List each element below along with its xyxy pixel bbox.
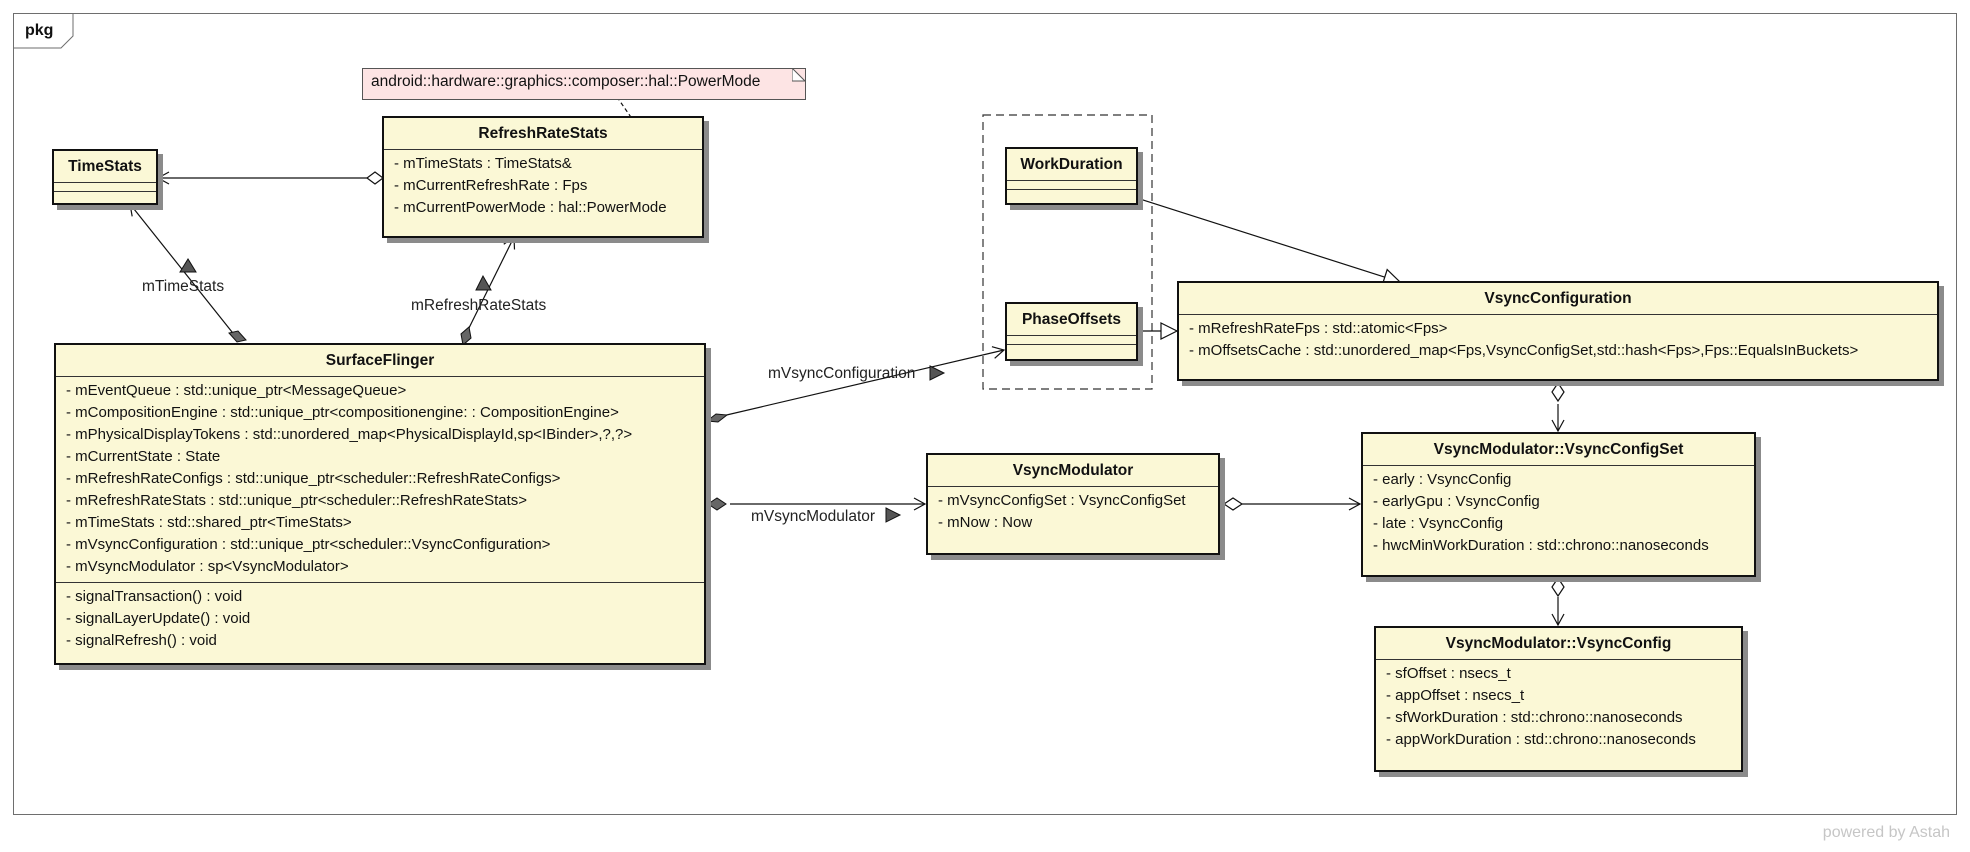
attribute: - mEventQueue : std::unique_ptr<MessageQ… bbox=[66, 382, 407, 399]
package-name: pkg bbox=[25, 22, 54, 39]
composition-surfaceflinger-refreshratestats bbox=[465, 235, 516, 335]
class-name: TimeStats bbox=[68, 158, 142, 175]
association-label: mRefreshRateStats bbox=[411, 297, 547, 314]
class-vsyncmodulator[interactable]: VsyncModulator - mVsyncConfigSet : Vsync… bbox=[926, 453, 1220, 555]
hollow-diamond-icon bbox=[1222, 497, 1244, 511]
operation-compartment bbox=[1007, 189, 1136, 198]
attribute: - appOffset : nsecs_t bbox=[1386, 687, 1525, 704]
attribute: - sfWorkDuration : std::chrono::nanoseco… bbox=[1386, 709, 1683, 726]
generalization-workduration bbox=[1139, 198, 1402, 286]
filled-diamond-icon bbox=[705, 413, 729, 423]
direction-triangle-icon bbox=[885, 507, 902, 523]
attribute: - mCompositionEngine : std::unique_ptr<c… bbox=[66, 404, 619, 421]
attribute-compartment bbox=[54, 182, 156, 191]
attribute-compartment: - mRefreshRateFps : std::atomic<Fps> - m… bbox=[1179, 314, 1937, 366]
operation: - signalLayerUpdate() : void bbox=[66, 610, 251, 627]
attribute: - mTimeStats : TimeStats& bbox=[394, 155, 572, 172]
attribute: - mVsyncModulator : sp<VsyncModulator> bbox=[66, 558, 349, 575]
attribute: - early : VsyncConfig bbox=[1373, 471, 1512, 488]
attribute: - mCurrentPowerMode : hal::PowerMode bbox=[394, 199, 667, 216]
class-name: VsyncModulator::VsyncConfig bbox=[1445, 635, 1672, 652]
class-workduration[interactable]: WorkDuration bbox=[1005, 147, 1138, 205]
note-powermode[interactable]: android::hardware::graphics::composer::h… bbox=[362, 68, 806, 100]
attribute-compartment bbox=[1007, 180, 1136, 189]
attribute: - sfOffset : nsecs_t bbox=[1386, 665, 1511, 682]
attribute: - mVsyncConfiguration : std::unique_ptr<… bbox=[66, 536, 551, 553]
attribute: - mPhysicalDisplayTokens : std::unordere… bbox=[66, 426, 633, 443]
attribute: - mTimeStats : std::shared_ptr<TimeStats… bbox=[66, 514, 352, 531]
operation-compartment: - signalTransaction() : void - signalLay… bbox=[56, 582, 704, 656]
package-frame bbox=[13, 13, 1957, 815]
attribute-compartment bbox=[1007, 335, 1136, 344]
composition-surfaceflinger-vsyncconfiguration bbox=[717, 346, 1006, 418]
class-vsyncconfiguration[interactable]: VsyncConfiguration - mRefreshRateFps : s… bbox=[1177, 281, 1939, 381]
operation-compartment bbox=[54, 191, 156, 200]
attribute: - mRefreshRateFps : std::atomic<Fps> bbox=[1189, 320, 1448, 337]
attribute: - mOffsetsCache : std::unordered_map<Fps… bbox=[1189, 342, 1859, 359]
direction-triangle-icon bbox=[179, 258, 197, 273]
attribute: - mRefreshRateStats : std::unique_ptr<sc… bbox=[66, 492, 528, 509]
watermark: powered by Astah bbox=[1822, 824, 1950, 841]
operation-compartment bbox=[1007, 344, 1136, 353]
package-tab-outline bbox=[13, 13, 74, 49]
attribute: - mCurrentState : State bbox=[66, 448, 221, 465]
attribute: - earlyGpu : VsyncConfig bbox=[1373, 493, 1540, 510]
filled-diamond-icon bbox=[228, 330, 247, 343]
attribute-compartment: - mEventQueue : std::unique_ptr<MessageQ… bbox=[56, 376, 704, 582]
class-name: VsyncModulator::VsyncConfigSet bbox=[1433, 441, 1684, 458]
attribute-compartment: - sfOffset : nsecs_t - appOffset : nsecs… bbox=[1376, 659, 1741, 755]
association-label: mVsyncConfiguration bbox=[768, 365, 916, 382]
attribute-compartment: - mVsyncConfigSet : VsyncConfigSet - mNo… bbox=[928, 486, 1218, 538]
implementation-group bbox=[982, 114, 1153, 390]
filled-diamond-icon bbox=[707, 497, 727, 511]
attribute: - late : VsyncConfig bbox=[1373, 515, 1504, 532]
attribute: - appWorkDuration : std::chrono::nanosec… bbox=[1386, 731, 1696, 748]
direction-triangle-icon bbox=[475, 274, 492, 291]
association-label: mTimeStats bbox=[142, 278, 225, 295]
operation: - signalRefresh() : void bbox=[66, 632, 217, 649]
class-name: PhaseOffsets bbox=[1021, 311, 1122, 328]
class-name: VsyncConfiguration bbox=[1484, 290, 1632, 307]
class-refreshratestats[interactable]: RefreshRateStats - mTimeStats : TimeStat… bbox=[382, 116, 704, 238]
class-name: WorkDuration bbox=[1020, 156, 1123, 173]
class-vsyncconfig[interactable]: VsyncModulator::VsyncConfig - sfOffset :… bbox=[1374, 626, 1743, 772]
note-corner-icon bbox=[792, 68, 806, 82]
hollow-diamond-icon bbox=[366, 171, 384, 185]
attribute-compartment: - mTimeStats : TimeStats& - mCurrentRefr… bbox=[384, 149, 702, 223]
association-label: mVsyncModulator bbox=[751, 508, 876, 525]
package-tab: pkg bbox=[13, 13, 74, 49]
attribute: - mCurrentRefreshRate : Fps bbox=[394, 177, 588, 194]
class-phaseoffsets[interactable]: PhaseOffsets bbox=[1005, 302, 1138, 361]
attribute: - mNow : Now bbox=[938, 514, 1033, 531]
attribute: - hwcMinWorkDuration : std::chrono::nano… bbox=[1373, 537, 1709, 554]
filled-diamond-icon bbox=[460, 326, 472, 346]
direction-triangle-icon bbox=[929, 365, 946, 381]
operation: - signalTransaction() : void bbox=[66, 588, 243, 605]
attribute: - mVsyncConfigSet : VsyncConfigSet bbox=[938, 492, 1186, 509]
class-name: SurfaceFlinger bbox=[325, 352, 435, 369]
class-surfaceflinger[interactable]: SurfaceFlinger - mEventQueue : std::uniq… bbox=[54, 343, 706, 665]
hollow-diamond-icon bbox=[1551, 381, 1565, 403]
attribute: - mRefreshRateConfigs : std::unique_ptr<… bbox=[66, 470, 561, 487]
class-timestats[interactable]: TimeStats bbox=[52, 149, 158, 205]
note-text: android::hardware::graphics::composer::h… bbox=[371, 73, 761, 90]
attribute-compartment: - early : VsyncConfig - earlyGpu : Vsync… bbox=[1363, 465, 1754, 561]
class-name: VsyncModulator bbox=[1012, 462, 1134, 479]
class-vsyncconfigset[interactable]: VsyncModulator::VsyncConfigSet - early :… bbox=[1361, 432, 1756, 577]
class-name: RefreshRateStats bbox=[478, 125, 608, 142]
hollow-diamond-icon bbox=[1551, 576, 1565, 598]
